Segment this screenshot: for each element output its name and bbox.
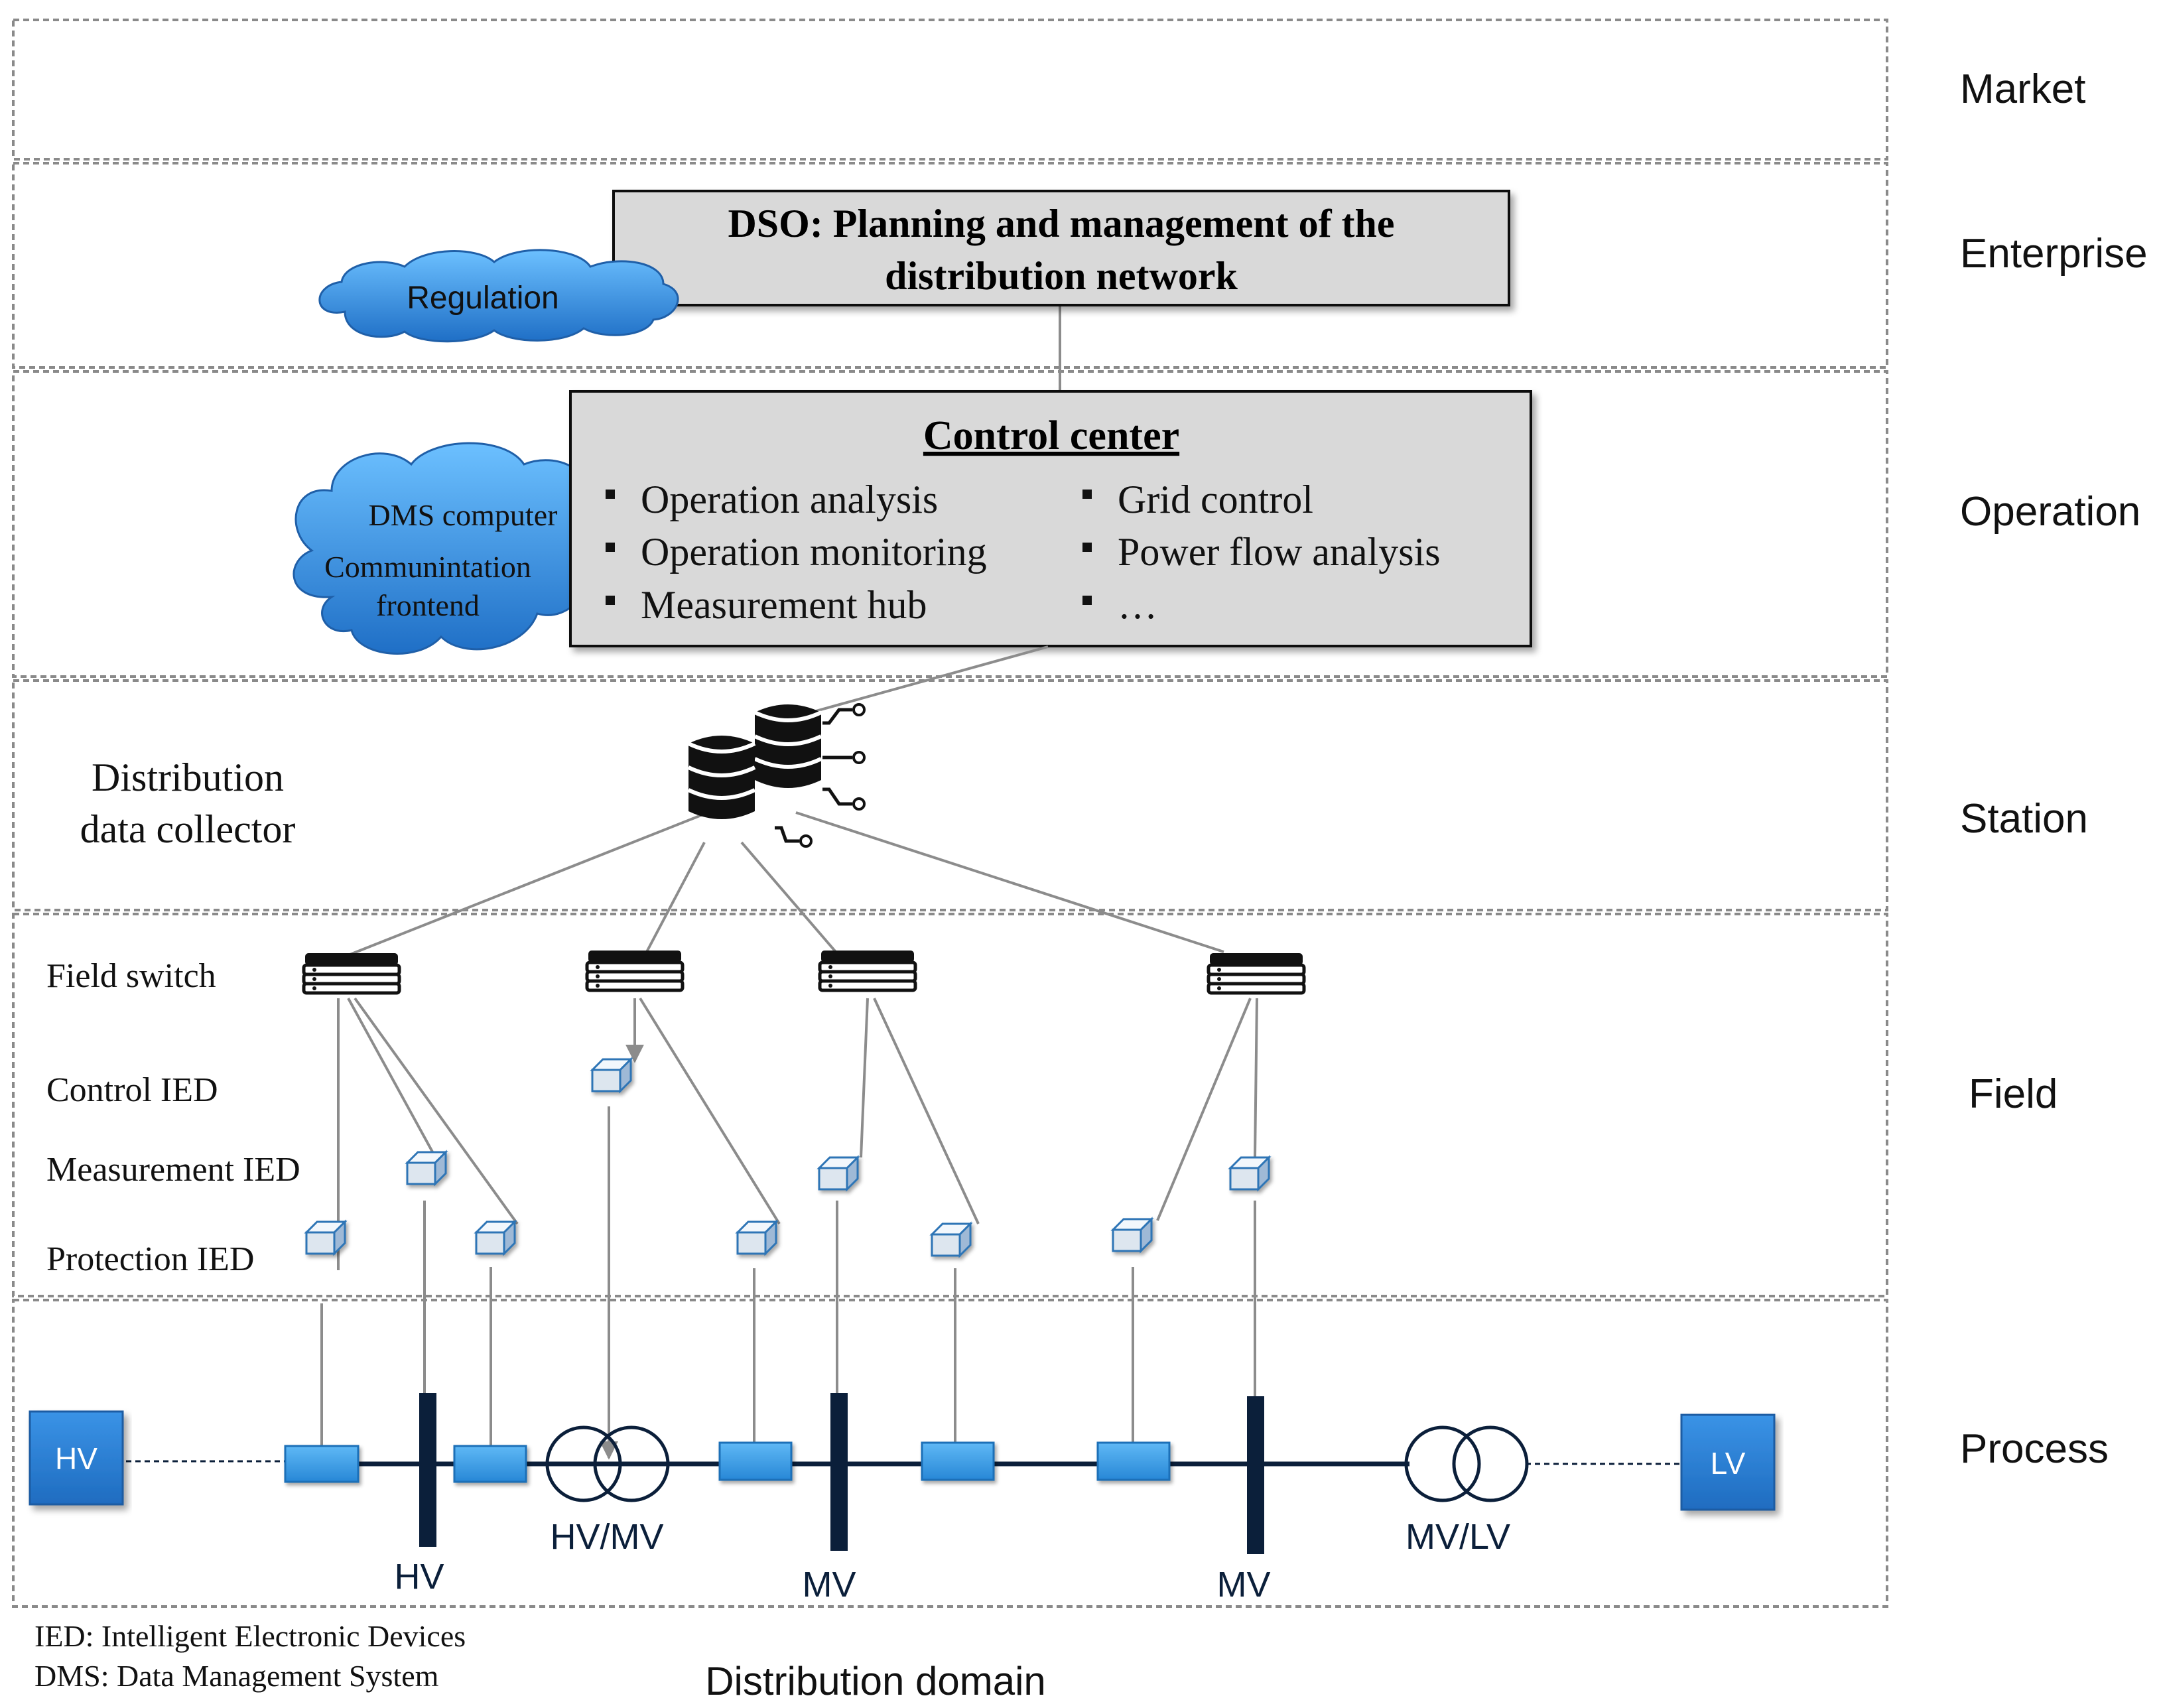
dms-cloud-line3: frontend (376, 588, 480, 622)
label-field-switch: Field switch (46, 957, 216, 995)
field-switch-1-icon (304, 953, 399, 993)
dso-title-line1: DSO: Planning and management of the (728, 202, 1394, 245)
hv-source: HV (29, 1410, 124, 1506)
bus-mv-2 (1247, 1396, 1264, 1554)
label-trafo-mv-lv: MV/LV (1406, 1517, 1510, 1557)
label-control-ied: Control IED (46, 1071, 218, 1109)
dso-title-line2: distribution network (885, 254, 1238, 298)
protection-ied-icon (1112, 1218, 1153, 1252)
cc-item-power-flow-analysis: Power flow analysis (1118, 530, 1441, 574)
cc-item-more: … (1118, 583, 1157, 627)
zone-label-field: Field (1969, 1071, 2058, 1117)
lv-sink-label: LV (1711, 1446, 1746, 1480)
footer-title: Distribution domain (705, 1659, 1046, 1703)
label-bus-mv-1: MV (803, 1565, 856, 1605)
protection-ied-icon (736, 1220, 777, 1255)
legend-dms: DMS: Data Management System (34, 1659, 439, 1693)
dms-cloud-line2: Communintation (324, 550, 531, 584)
measurement-ied-icon (1229, 1156, 1270, 1191)
bus-hv (419, 1393, 436, 1547)
control-center-box: Control center Operation analysis Operat… (569, 390, 1532, 647)
cc-item-operation-monitoring: Operation monitoring (641, 530, 987, 574)
label-bus-mv-2: MV (1217, 1565, 1271, 1605)
breaker-icon (284, 1445, 360, 1483)
label-protection-ied: Protection IED (46, 1240, 254, 1278)
busbars (419, 1393, 1264, 1554)
label-measurement-ied: Measurement IED (46, 1151, 300, 1189)
lv-sink: LV (1680, 1413, 1776, 1511)
protection-ied-icon (931, 1222, 972, 1257)
band-market (12, 19, 1888, 161)
zone-bands (12, 19, 1888, 1608)
process-line (126, 1460, 1681, 1467)
protection-ied-icon (475, 1220, 516, 1255)
zone-label-enterprise: Enterprise (1960, 231, 2148, 277)
cc-item-measurement-hub: Measurement hub (641, 583, 927, 627)
band-process (12, 1299, 1888, 1608)
bullet-icon (1082, 543, 1092, 552)
field-links (320, 997, 1258, 1460)
control-center-title: Control center (923, 413, 1179, 458)
label-trafo-hv-mv: HV/MV (550, 1517, 663, 1557)
transformer-mv-lv-icon (1404, 1425, 1529, 1502)
bullet-icon (606, 490, 615, 499)
band-field (12, 913, 1888, 1297)
breaker-icon (921, 1441, 995, 1481)
band-station (12, 679, 1888, 911)
station-links (348, 645, 1224, 956)
cc-item-grid-control: Grid control (1118, 478, 1313, 521)
ied-devices (305, 1058, 1270, 1257)
data-collector-icon (688, 704, 866, 848)
measurement-ied-icon (818, 1156, 859, 1191)
regulation-label: Regulation (407, 281, 559, 316)
field-switch-2-icon (587, 951, 683, 990)
zone-label-process: Process (1960, 1426, 2109, 1472)
transformer-hv-mv-icon (545, 1425, 670, 1502)
zone-label-market: Market (1960, 66, 2085, 112)
bullet-icon (606, 543, 615, 552)
dso-box: DSO: Planning and management of the dist… (612, 190, 1510, 306)
regulation-cloud: Regulation (318, 249, 679, 343)
zone-label-station: Station (1960, 796, 2088, 842)
control-ied-icon (591, 1058, 632, 1092)
field-switch-4-icon (1209, 953, 1304, 993)
dms-cloud: DMS computer Communintation frontend (293, 442, 606, 655)
breaker-icon (453, 1445, 527, 1483)
bullet-icon (606, 596, 615, 605)
zone-label-operation: Operation (1960, 489, 2140, 535)
band-operation (12, 370, 1888, 678)
collector-label-line2: data collector (80, 807, 296, 851)
protection-ied-icon (305, 1220, 346, 1255)
measurement-ied-icon (406, 1151, 447, 1185)
collector-label-line1: Distribution (92, 755, 284, 799)
legend-ied: IED: Intelligent Electronic Devices (34, 1619, 466, 1653)
regulation-cloud-shape (318, 249, 679, 343)
band-enterprise (12, 162, 1888, 369)
field-switch-3-icon (820, 951, 915, 990)
dms-cloud-line1: DMS computer (369, 498, 558, 532)
cc-item-operation-analysis: Operation analysis (641, 478, 938, 521)
breaker-icon (1096, 1441, 1171, 1481)
field-switches (304, 951, 1304, 993)
bus-mv-1 (830, 1393, 848, 1551)
breakers (284, 1441, 1171, 1483)
bullet-icon (1082, 490, 1092, 499)
breaker-icon (718, 1441, 793, 1481)
hv-source-label: HV (55, 1441, 98, 1476)
label-bus-hv: HV (394, 1557, 444, 1597)
bullet-icon (1082, 596, 1092, 605)
